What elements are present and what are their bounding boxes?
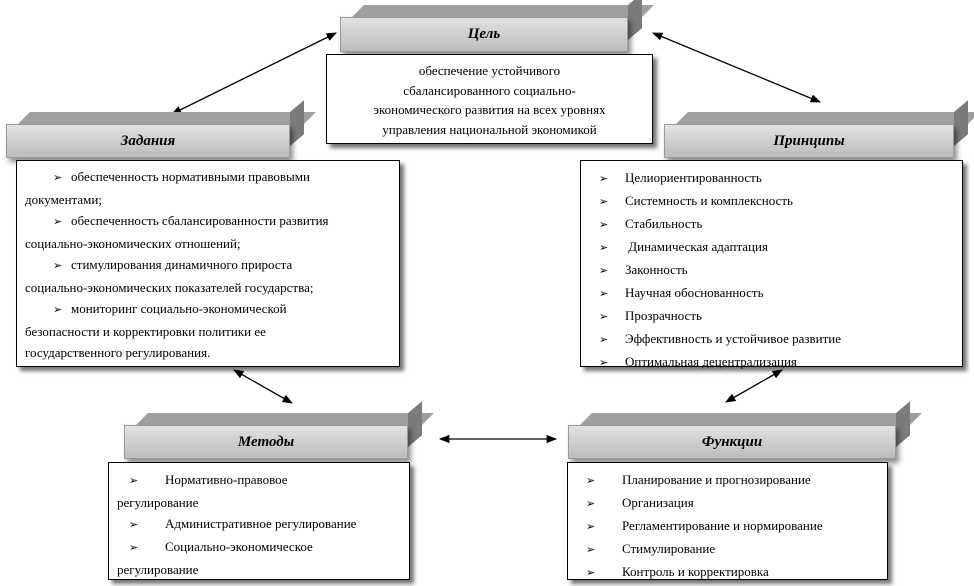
principles-box: ➢Целиориентированность ➢Системность и ко…: [580, 160, 963, 369]
goal-line: обеспечение устойчивого: [418, 63, 561, 78]
goal-line: управления национальной экономикой: [382, 121, 597, 137]
list-item: ➢Законность: [599, 259, 956, 282]
tasks-box: ➢обеспеченность нормативными правовыми д…: [16, 160, 400, 367]
functions-box: ➢Планирование и прогнозирование ➢Организ…: [567, 462, 888, 580]
arrow-bullet-icon: ➢: [599, 288, 609, 300]
arrow-bullet-icon: ➢: [586, 567, 596, 579]
arrow-bullet-icon: ➢: [586, 521, 596, 533]
arrow-bullet-icon: ➢: [599, 265, 609, 277]
methods-box: ➢Нормативно-правовое регулирование ➢Адми…: [108, 462, 410, 580]
list-item: ➢Научная обоснованность: [599, 282, 956, 305]
list-item: ➢Стабильность: [599, 213, 956, 236]
list-item: ➢Нормативно-правовое: [117, 469, 405, 492]
arrow-bullet-icon: ➢: [129, 542, 139, 554]
functions-header: Функции: [568, 401, 922, 459]
list-item: ➢Прозрачность: [599, 305, 956, 328]
list-item: ➢Целиориентированность: [599, 167, 956, 190]
list-item: ➢Контроль и корректировка: [586, 561, 883, 584]
arrow-bullet-icon: ➢: [599, 357, 609, 369]
arrow-bullet-icon: ➢: [599, 334, 609, 346]
arrow-bullet-icon: ➢: [586, 544, 596, 556]
tasks-title: Задания: [6, 124, 290, 158]
list-item: ➢Системность и комплексность: [599, 190, 956, 213]
goal-line: сбалансированного социально-: [403, 82, 576, 98]
arrow-principles-functions: [725, 369, 783, 403]
methods-header: Методы: [124, 401, 434, 459]
arrow-bullet-icon: ➢: [53, 260, 63, 272]
list-item: ➢Социально-экономическое: [117, 536, 405, 559]
arrow-bullet-icon: ➢: [53, 304, 63, 316]
arrow-goal-principles: [652, 32, 821, 103]
list-item: ➢обеспеченность сбалансированности разви…: [25, 210, 393, 233]
list-item: ➢обеспеченность нормативными правовыми: [25, 166, 393, 189]
list-item: ➢стимулирования динамичного прироста: [25, 254, 393, 277]
goal-line: экономического развития на всех уровнях: [373, 102, 606, 117]
list-item: ➢Стимулирование: [586, 538, 883, 561]
arrow-bullet-icon: ➢: [129, 475, 139, 487]
list-item: ➢мониторинг социально-экономической: [25, 298, 393, 321]
principles-header: Принципы: [664, 100, 974, 158]
arrow-tasks-methods: [233, 369, 293, 404]
arrow-bullet-icon: ➢: [599, 196, 609, 208]
arrow-bullet-icon: ➢: [586, 475, 596, 487]
list-item: ➢Планирование и прогнозирование: [586, 469, 883, 492]
arrow-bullet-icon: ➢: [599, 311, 609, 323]
arrow-bullet-icon: ➢: [599, 242, 609, 254]
arrow-bullet-icon: ➢: [53, 216, 63, 228]
list-item: ➢Регламентирование и нормирование: [586, 515, 883, 538]
principles-title: Принципы: [664, 124, 954, 158]
list-item: ➢Оптимальная децентрализация: [599, 351, 956, 374]
goal-header: Цель: [340, 0, 654, 52]
list-item: ➢Организация: [586, 492, 883, 515]
goal-box: обеспечение устойчивого сбалансированног…: [326, 54, 653, 144]
arrow-bullet-icon: ➢: [599, 219, 609, 231]
tasks-header: Задания: [6, 100, 316, 158]
arrow-bullet-icon: ➢: [599, 173, 609, 185]
arrow-bullet-icon: ➢: [129, 519, 139, 531]
list-item: ➢Административное регулирование: [117, 513, 405, 536]
arrow-goal-tasks: [171, 32, 337, 115]
list-item: ➢Эффективность и устойчивое развитие: [599, 328, 956, 351]
goal-title: Цель: [340, 17, 628, 52]
methods-title: Методы: [124, 425, 408, 459]
list-item: ➢ Динамическая адаптация: [599, 236, 956, 259]
functions-title: Функции: [568, 425, 896, 459]
arrow-bullet-icon: ➢: [586, 498, 596, 510]
arrow-bullet-icon: ➢: [53, 172, 63, 184]
